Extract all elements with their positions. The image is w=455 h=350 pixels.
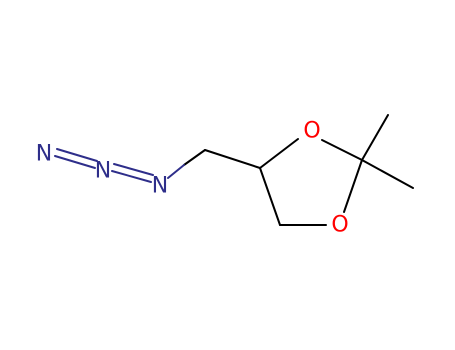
bond-ch2-n xyxy=(183,149,206,166)
bond-o-top-c2 xyxy=(321,139,363,161)
bond-c2-methyl-a xyxy=(361,114,389,161)
azide-bonds xyxy=(54,148,185,183)
bond-c4-c5 xyxy=(259,167,281,226)
bond-ch2-c4 xyxy=(204,149,261,169)
bond-n-middle-n-terminal-b xyxy=(56,148,98,162)
atom-o-top: O xyxy=(303,119,320,144)
atom-n-inner: N xyxy=(152,174,168,199)
bond-n-middle-n-terminal-a xyxy=(54,155,96,169)
atom-n-middle: N xyxy=(95,159,111,184)
bonds xyxy=(183,114,414,226)
bond-n-inner-n-middle-a xyxy=(111,170,152,183)
bond-n-inner-n-middle-b xyxy=(113,163,154,176)
bond-c4-o-top xyxy=(259,138,299,169)
atom-o-bottom: O xyxy=(331,213,348,238)
bond-o-bottom-c2 xyxy=(343,159,363,213)
atom-n-terminal: N xyxy=(36,142,52,167)
bond-n-inner-ch2 xyxy=(167,164,185,179)
bond-c2-methyl-b xyxy=(361,159,414,189)
atom-labels: N N N O O xyxy=(36,119,349,238)
